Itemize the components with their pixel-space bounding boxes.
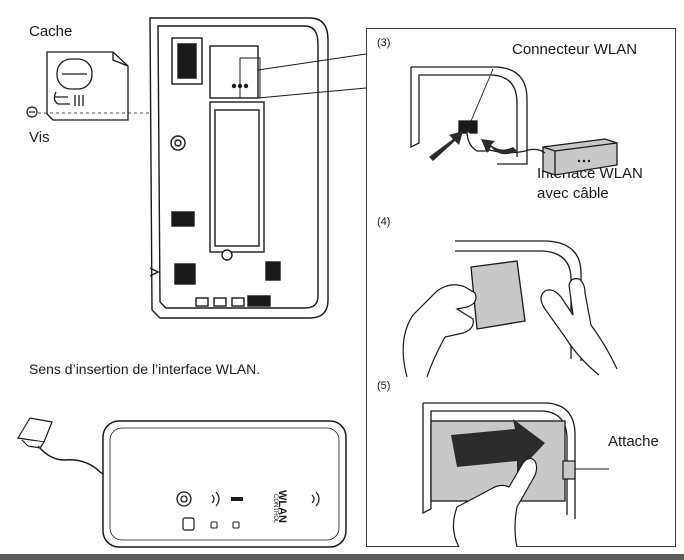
wlan-module <box>470 260 526 330</box>
indoor-unit-illustration <box>26 17 367 319</box>
step-4-label: (4) <box>377 216 391 228</box>
attache-label: Attache <box>608 433 659 450</box>
steps-panel: (3) Connecteur WLAN Interface WLAN avec … <box>366 28 676 548</box>
control-device-label: CONTROL <box>272 494 278 524</box>
wifi-signal-icon <box>311 491 320 507</box>
clip-attache <box>562 460 576 480</box>
wifi-signal-icon <box>211 491 220 507</box>
step-3-illustration <box>410 66 618 176</box>
arrow-icon <box>429 131 463 161</box>
wlan-interface-illustration <box>17 417 347 548</box>
arrow-icon <box>481 139 517 155</box>
hand-right <box>540 278 618 376</box>
wlan-device-body <box>102 420 347 548</box>
wlan-module <box>542 138 618 176</box>
unit-body <box>149 17 329 319</box>
power-icon <box>176 491 192 507</box>
cover-part <box>46 51 129 121</box>
device-cable <box>37 445 113 481</box>
step-3-label: (3) <box>377 37 391 49</box>
screw-icon <box>26 106 38 118</box>
step-4-illustration <box>402 240 618 378</box>
button-square <box>182 517 195 531</box>
plug-icon <box>17 417 53 449</box>
led-indicator <box>210 521 218 529</box>
insertion-direction-caption: Sens d’insertion de l’interface WLAN. <box>29 361 261 377</box>
wlan-connector-label: Connecteur WLAN <box>512 41 638 58</box>
vis-label: Vis <box>29 129 50 146</box>
led-indicator <box>232 521 240 529</box>
arrow-icon <box>451 419 545 473</box>
hand-pushing <box>452 457 538 548</box>
wlan-interface-label-line2: avec câble <box>537 185 609 202</box>
step-5-illustration <box>422 402 609 548</box>
step-5-label: (5) <box>377 380 391 392</box>
status-bar <box>231 497 243 501</box>
hand-left <box>402 284 477 378</box>
cache-label: Cache <box>29 23 73 40</box>
